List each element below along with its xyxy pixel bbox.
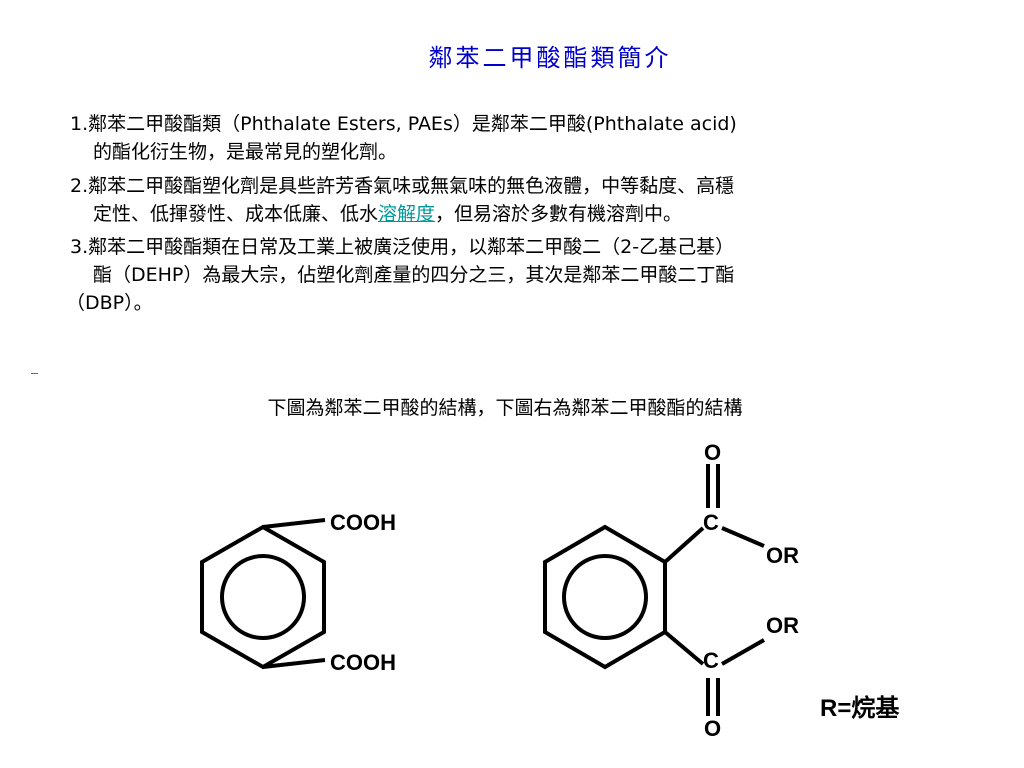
oxygen-top-label: O xyxy=(704,440,721,465)
aromatic-circle-acid xyxy=(220,554,306,640)
paragraph-2: 2.鄰苯二甲酸酯塑化劑是具些許芳香氣味或無氣味的無色液體，中等黏度、高穩 定性、… xyxy=(70,172,980,228)
phthalic-acid-structure xyxy=(200,518,326,670)
bond-ring-c-bottom xyxy=(663,630,705,666)
paragraph-1-line-2: 的酯化衍生物，是最常見的塑化劑。 xyxy=(93,141,398,163)
paragraph-2-text-after-link: ，但易溶於多數有機溶劑中。 xyxy=(435,203,683,225)
paragraph-1: 1.鄰苯二甲酸酯類（Phthalate Esters, PAEs）是鄰苯二甲酸(… xyxy=(70,110,980,166)
cooh-top-label: COOH xyxy=(330,510,396,535)
aromatic-circle-ester xyxy=(562,554,648,640)
bond-c-or-top xyxy=(721,526,765,548)
oxygen-bottom-label: O xyxy=(704,716,721,741)
carbon-top-label: C xyxy=(703,510,719,535)
paragraph-2-line-1: 2.鄰苯二甲酸酯塑化劑是具些許芳香氣味或無氣味的無色液體，中等黏度、高穩 xyxy=(70,175,735,197)
paragraph-3-line-3: （DBP）。 xyxy=(66,292,153,314)
carbon-bottom-label: C xyxy=(703,648,719,673)
or-top-label: OR xyxy=(766,543,799,568)
slide-title: 鄰苯二甲酸酯類簡介 xyxy=(428,44,672,72)
paragraph-2-text-before-link: 定性、低揮發性、成本低廉、低水 xyxy=(93,203,379,225)
or-bottom-label: OR xyxy=(766,613,799,638)
bond-acid-top xyxy=(262,518,326,529)
bond-c-or-bottom xyxy=(721,638,765,666)
phthalate-ester-structure xyxy=(543,464,765,716)
r-group-legend: R=烷基 xyxy=(820,694,900,722)
paragraph-3-line-2: 酯（DEHP）為最大宗，佔塑化劑產量的四分之三，其次是鄰苯二甲酸二丁酯 xyxy=(93,264,735,286)
cooh-bottom-label: COOH xyxy=(330,650,396,675)
paragraph-1-line-1: 1.鄰苯二甲酸酯類（Phthalate Esters, PAEs）是鄰苯二甲酸(… xyxy=(70,113,737,135)
bond-ring-c-top xyxy=(663,526,705,564)
bond-acid-bottom xyxy=(262,658,326,669)
paragraph-3-line-1: 3.鄰苯二甲酸酯類在日常及工業上被廣泛使用，以鄰苯二甲酸二（2-乙基己基） xyxy=(70,236,735,258)
small-link-dash[interactable] xyxy=(31,373,38,374)
paragraph-2-line-2: 定性、低揮發性、成本低廉、低水溶解度，但易溶於多數有機溶劑中。 xyxy=(70,200,980,228)
paragraph-3: 3.鄰苯二甲酸酯類在日常及工業上被廣泛使用，以鄰苯二甲酸二（2-乙基己基） 酯（… xyxy=(66,233,980,317)
solubility-link[interactable]: 溶解度 xyxy=(378,203,436,225)
structure-caption: 下圖為鄰苯二甲酸的結構，下圖右為鄰苯二甲酸酯的結構 xyxy=(267,397,743,419)
